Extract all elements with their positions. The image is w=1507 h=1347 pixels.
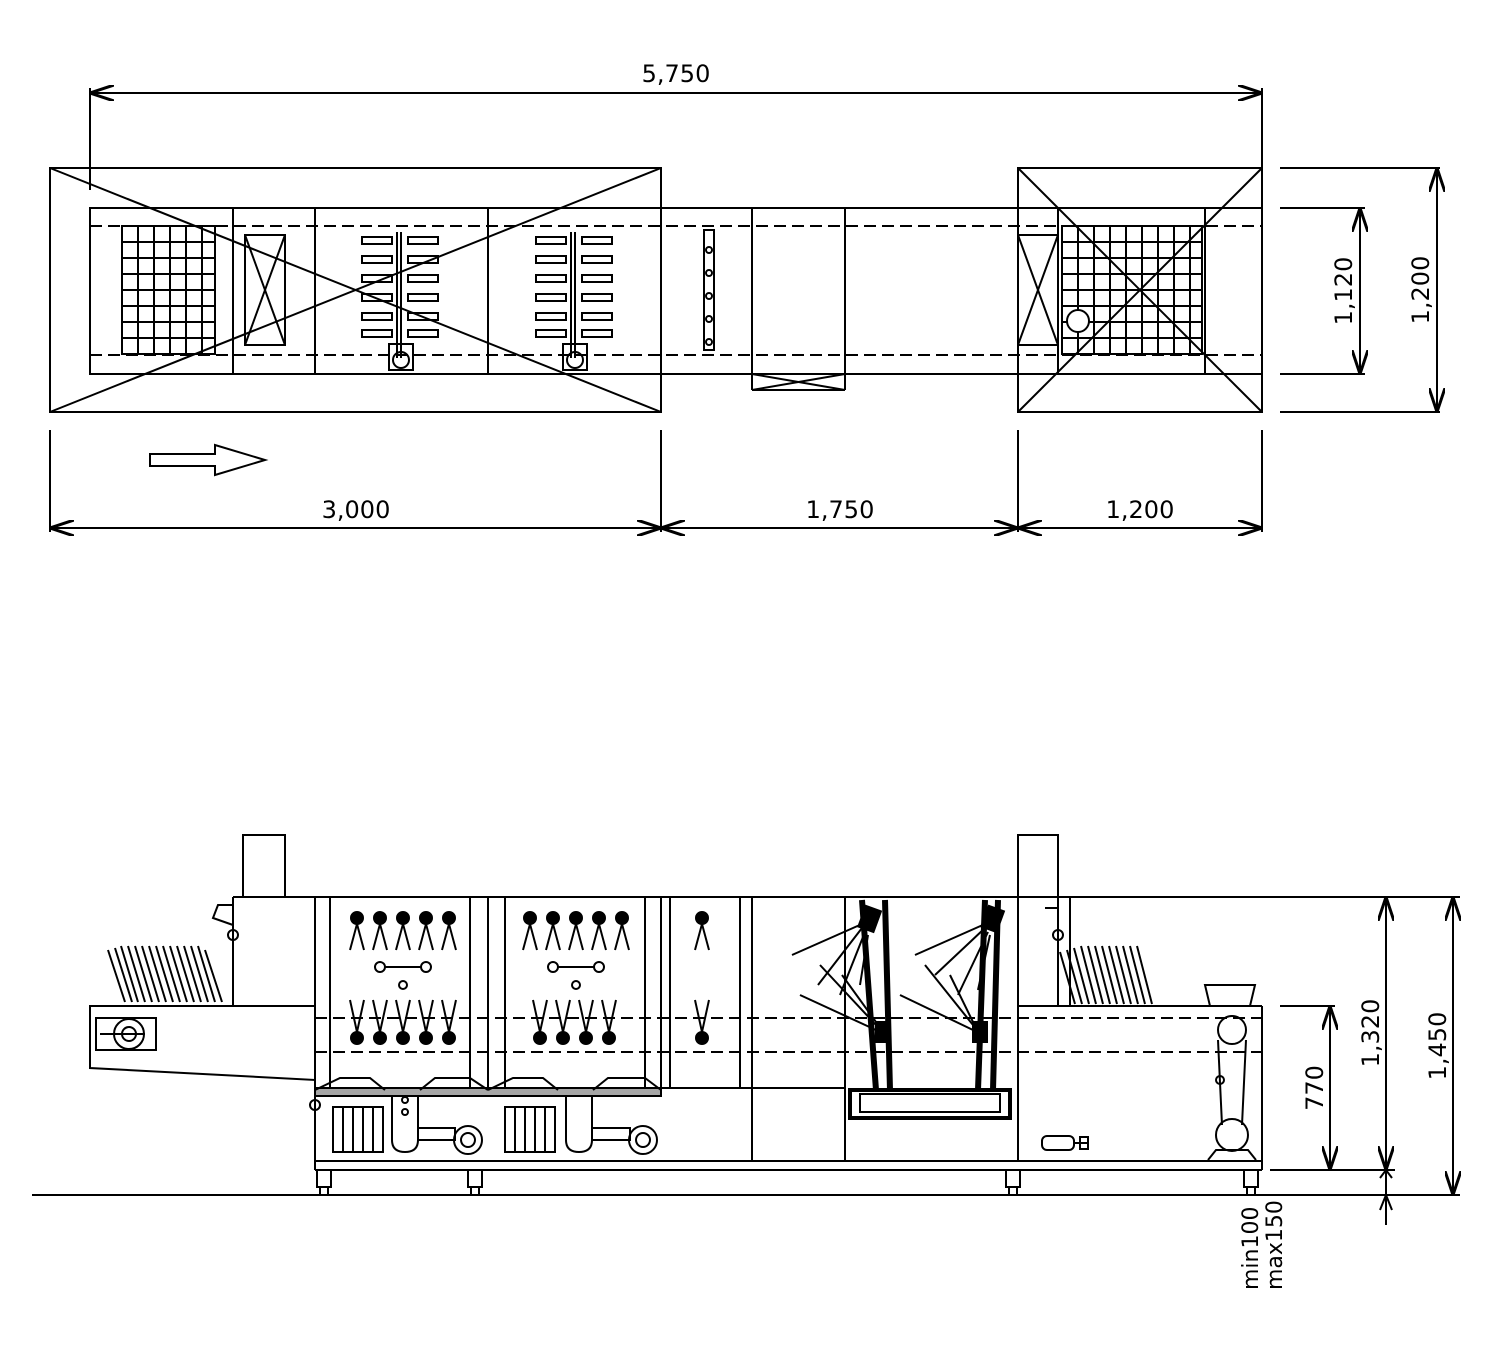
loading-conveyor (89, 1005, 316, 1082)
rinse-bar (703, 229, 715, 351)
plan-view (49, 88, 1440, 532)
pump-motor-1 (332, 1096, 483, 1155)
flow-direction-arrow-icon (149, 443, 269, 477)
machine-housing (314, 896, 1019, 1162)
drain-icon (1066, 309, 1090, 333)
plate-rack-right (1059, 945, 1153, 1005)
rack-grid-right (1061, 225, 1203, 355)
heater-element (1041, 1135, 1089, 1151)
dim-foot-min: min100 (1239, 1207, 1264, 1290)
spray-nozzles-zone-1 (349, 911, 457, 1045)
dim-foot-max: max150 (1263, 1200, 1288, 1290)
dim-inner-width: 1,120 (1330, 257, 1358, 326)
rack-grid-left (121, 225, 216, 355)
wash-arm-2 (535, 232, 613, 371)
exhaust-chimney-left (242, 834, 286, 898)
spray-nozzles-zone-2 (522, 911, 630, 1045)
drive-unit (1203, 984, 1257, 1161)
wash-arm-1 (361, 232, 439, 371)
dim-unload-section: 1,200 (1106, 496, 1175, 524)
dim-middle-section: 1,750 (806, 496, 875, 524)
rinse-nozzles (694, 911, 710, 1045)
machine-feet (316, 1169, 1259, 1196)
exhaust-chimney-right (1017, 834, 1059, 898)
pump-motor-2 (504, 1096, 658, 1155)
dim-total-length: 5,750 (642, 60, 711, 88)
dim-machine-height: 1,320 (1357, 999, 1385, 1068)
dim-outer-width: 1,200 (1407, 256, 1435, 325)
curtain-box-left (244, 234, 286, 346)
dryer-blower-frame (791, 899, 1012, 1120)
dim-overall-height: 1,450 (1424, 1012, 1452, 1081)
dim-conveyor-height: 770 (1301, 1065, 1329, 1111)
dim-load-section: 3,000 (322, 496, 391, 524)
elevation-view (32, 834, 1460, 1225)
plate-rack-left (107, 945, 223, 1003)
